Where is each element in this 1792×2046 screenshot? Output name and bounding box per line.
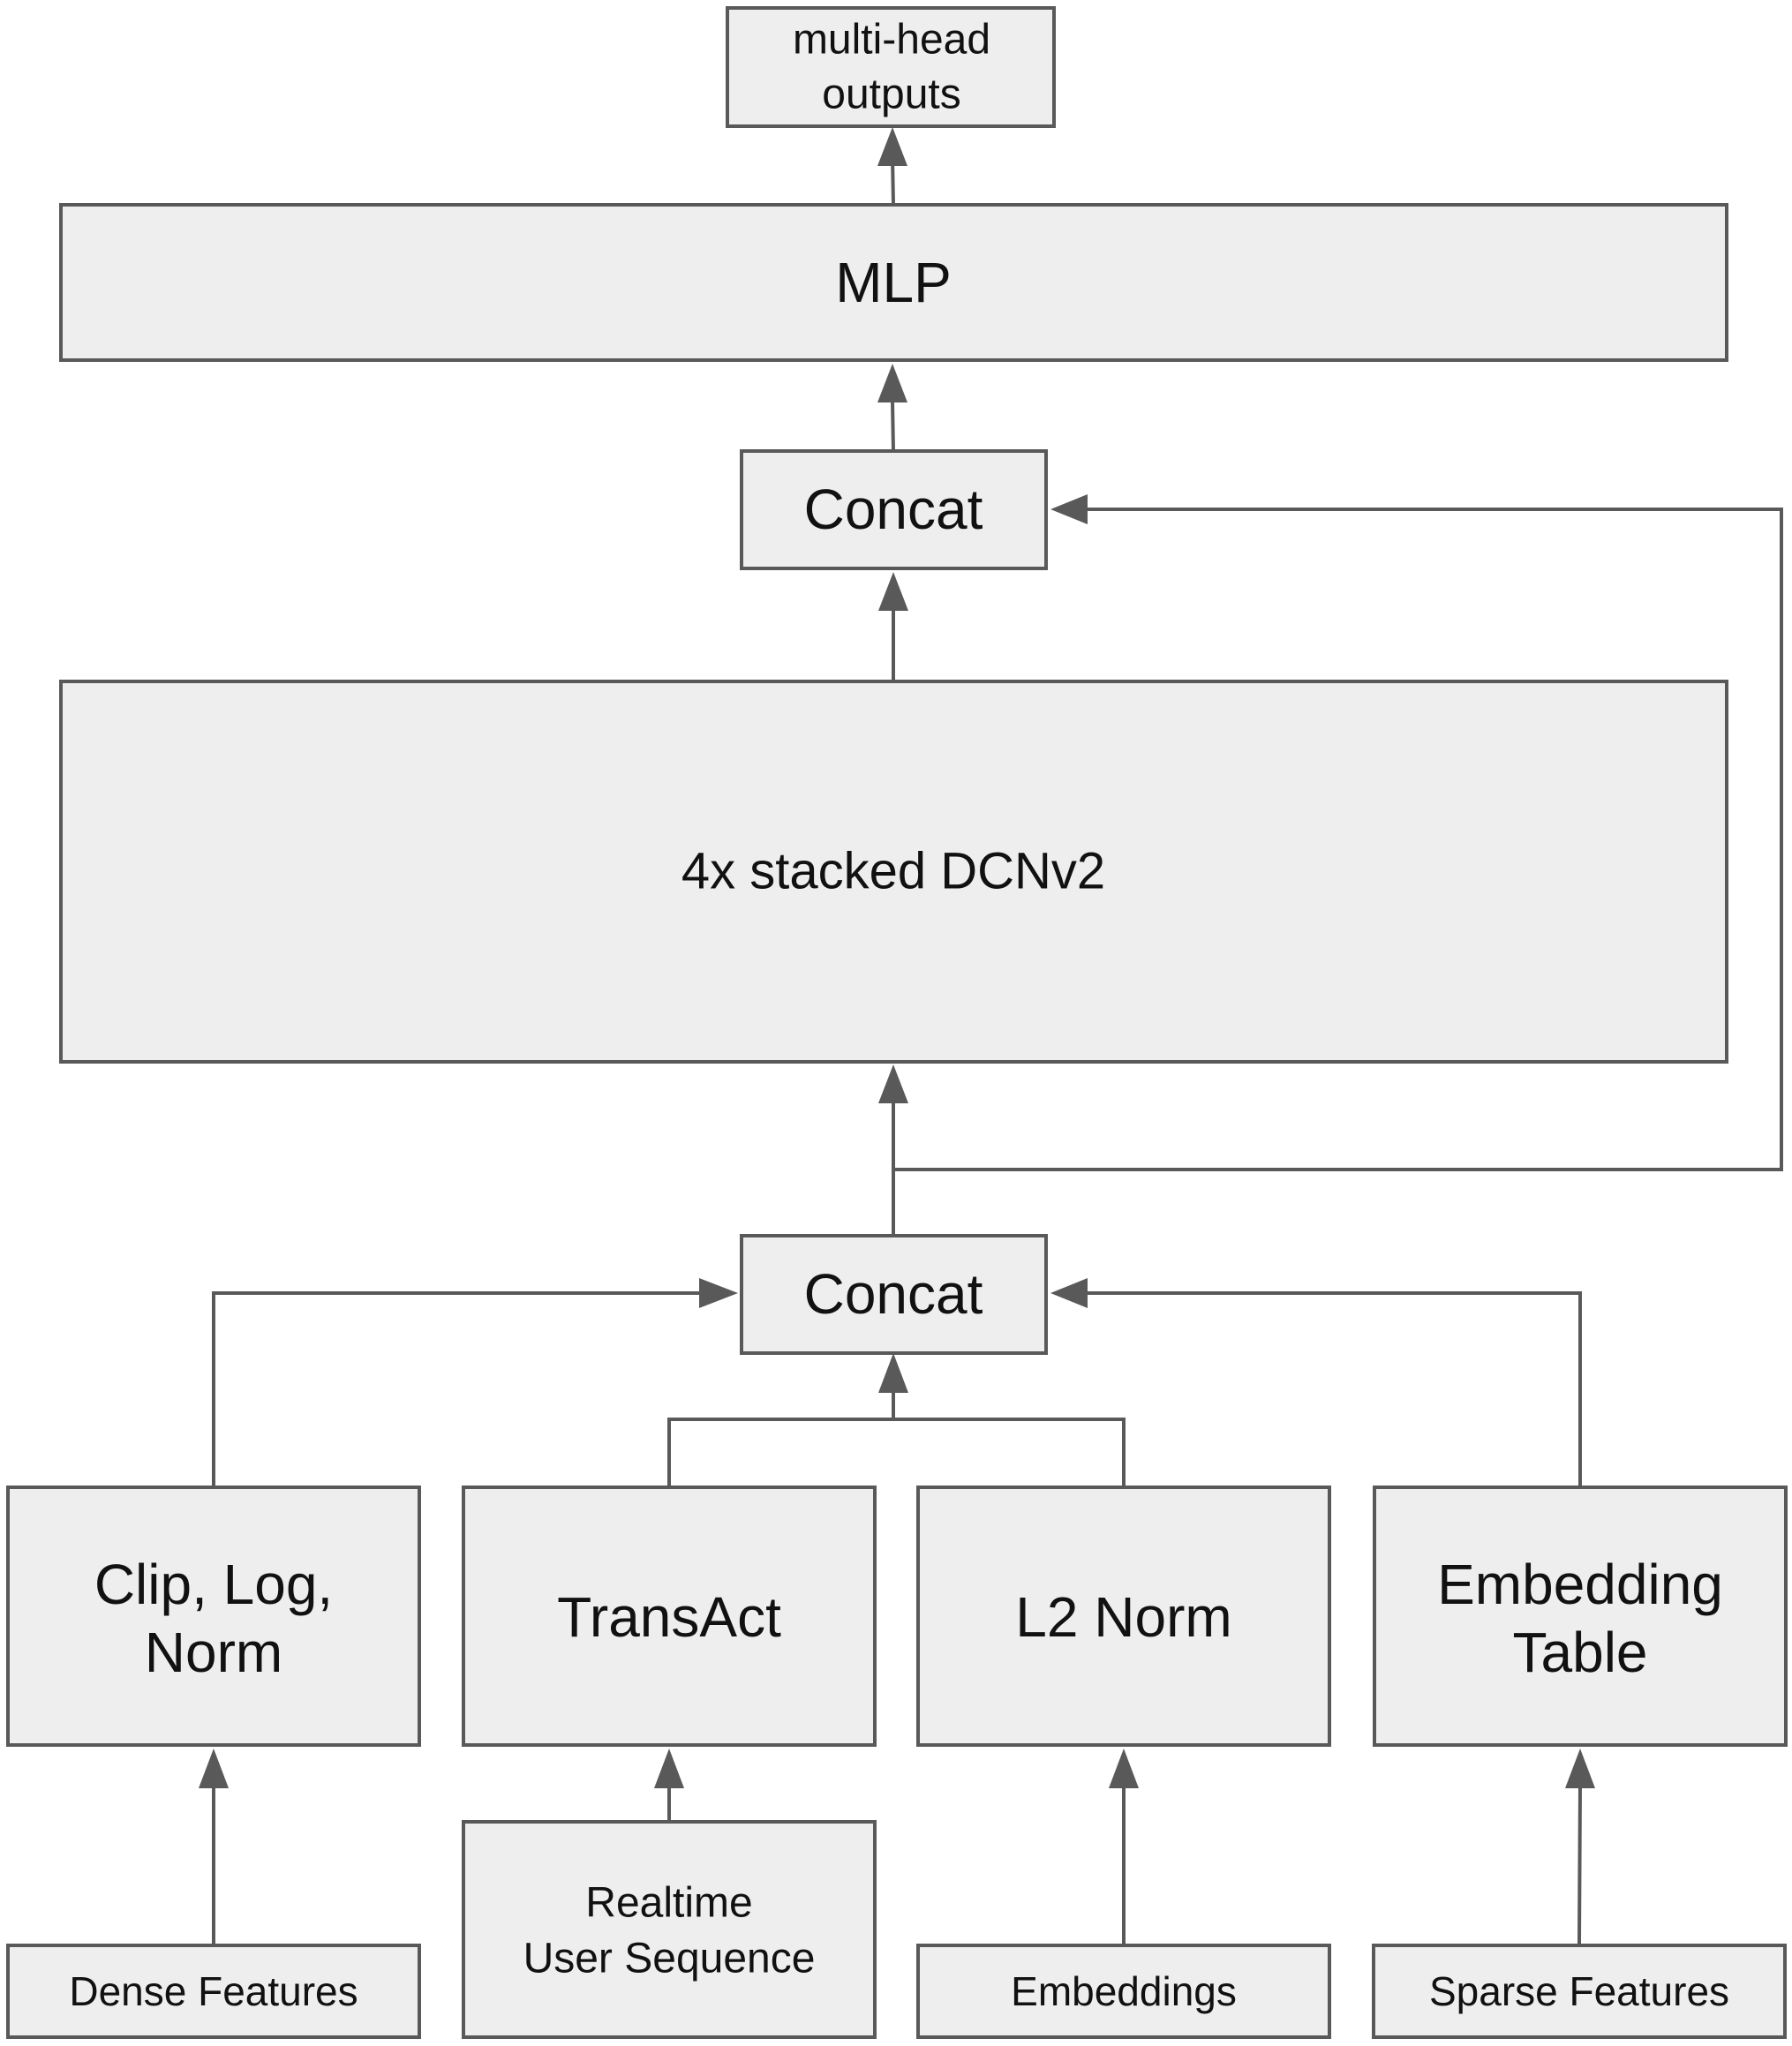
dcn-label: 4x stacked DCNv2 [681,843,1105,900]
node-dense-features: Dense Features [6,1944,421,2039]
arrowhead-concat-right [1050,1278,1088,1308]
node-embedding-table: Embedding Table [1373,1486,1788,1747]
concat-top-label: Concat [804,478,983,541]
embedding-table-label-line-1: Embedding [1437,1553,1723,1616]
node-mlp: MLP [59,203,1728,362]
outputs-label-line-1: multi-head [793,17,990,64]
edge-embedding-to-concat [1082,1291,1582,1487]
arrowhead-embedding [1565,1749,1595,1788]
clip-log-norm-label-line-1: Clip, Log, [94,1553,333,1616]
arrowhead-clip [199,1749,229,1788]
clip-log-norm-label-line-2: Norm [145,1621,282,1684]
arrowhead-l2 [1109,1749,1139,1788]
mlp-label: MLP [835,251,952,314]
embeddings-label: Embeddings [1011,1968,1237,2014]
arrowhead-dcn [878,1064,908,1103]
realtime-user-sequence-label-line-2: User Sequence [523,1936,816,1982]
edge-clip-to-concat [212,1291,703,1487]
node-transact: TransAct [462,1486,877,1747]
edges [199,127,1783,1944]
arrowhead-concat-top-skip [1050,494,1088,524]
arrowhead-concat-top [878,572,908,611]
node-clip-log-norm: Clip, Log, Norm [6,1486,421,1747]
transact-label: TransAct [557,1585,781,1649]
arrowhead-concat-left [699,1278,738,1308]
node-realtime-user-sequence: Realtime User Sequence [462,1820,877,2039]
node-concat-top: Concat [740,449,1048,570]
arrowhead-transact [654,1749,684,1788]
arrowhead-outputs [877,127,907,166]
outputs-label-line-2: outputs [822,71,960,118]
edge-skip-to-concat-top [893,508,1783,1171]
node-outputs: multi-head outputs [726,6,1056,128]
embedding-table-label-line-2: Table [1513,1621,1648,1684]
arrowhead-concat-bottom [878,1353,908,1393]
dense-features-label: Dense Features [69,1968,358,2014]
l2-norm-label: L2 Norm [1015,1585,1231,1649]
node-dcn: 4x stacked DCNv2 [59,680,1728,1064]
sparse-features-label: Sparse Features [1429,1968,1729,2014]
concat-bottom-label: Concat [804,1262,983,1326]
realtime-user-sequence-label-line-1: Realtime [585,1880,752,1927]
edge-transact-l2-to-concat [667,1388,1126,1487]
edge-sparse-to-embedding [1577,1784,1582,1944]
node-concat-bottom: Concat [740,1234,1048,1355]
arrowhead-mlp [877,364,907,402]
node-l2-norm: L2 Norm [916,1486,1331,1747]
node-sparse-features: Sparse Features [1372,1944,1787,2039]
node-embeddings: Embeddings [916,1944,1331,2039]
edge-concat-to-mlp [891,401,895,452]
